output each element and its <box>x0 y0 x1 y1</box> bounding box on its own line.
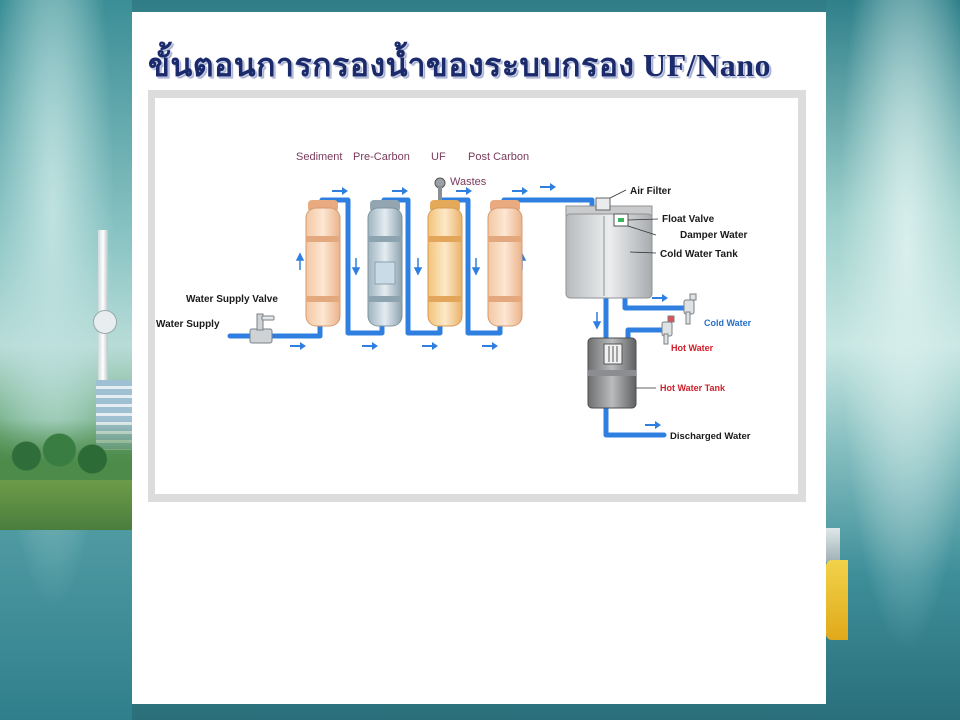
pre-carbon-band <box>368 296 402 302</box>
wastes-valve-stem <box>438 186 442 200</box>
flow-arrow <box>482 342 498 350</box>
water-supply-valve <box>249 313 275 344</box>
leader-line-air-filter <box>609 189 627 199</box>
valve-stem <box>256 313 264 331</box>
flow-arrow <box>295 252 305 261</box>
hot-water-faucet <box>661 315 675 345</box>
cold-water-faucet <box>683 293 697 325</box>
post-carbon-band <box>488 296 522 302</box>
stage-label-uf: UF <box>431 151 446 163</box>
outlet-labels: Cold Water Hot Water Hot Water Tank <box>660 318 752 393</box>
uf-filter <box>427 177 463 327</box>
background-left-scenery <box>0 0 132 720</box>
flow-arrow <box>290 342 306 350</box>
pipe-supply-to-sediment <box>227 322 323 339</box>
component-labels: Water Supply Valve Water Supply Air Filt… <box>156 186 751 442</box>
sediment-band <box>306 236 340 242</box>
pipe-discharge <box>603 402 667 438</box>
flow-arrow <box>652 294 668 302</box>
damper-water-label: Damper Water <box>680 230 748 241</box>
sediment-filter <box>305 200 341 327</box>
hot-water-label: Hot Water <box>671 343 714 353</box>
cold-tank-body <box>565 213 653 299</box>
wastes-label: Wastes <box>450 176 487 188</box>
faucet-spout <box>685 311 691 325</box>
flow-arrow <box>592 321 602 330</box>
leader-lines <box>609 189 659 389</box>
background-right-sea <box>826 0 960 720</box>
pipe-sediment-to-precarbon <box>319 197 385 336</box>
flow-arrow <box>422 342 438 350</box>
flow-arrow <box>413 267 423 276</box>
leader-line-cold-tank <box>629 251 657 254</box>
uf-band <box>428 236 462 242</box>
lawn-image <box>0 480 132 530</box>
water-supply-label: Water Supply <box>156 319 220 330</box>
stage-label-pre-carbon: Pre-Carbon <box>353 151 410 163</box>
faucet-handle <box>689 293 697 301</box>
post-carbon-body <box>487 207 523 327</box>
air-filter <box>595 197 611 211</box>
pipes <box>227 197 687 438</box>
cold-water-tank <box>565 197 653 299</box>
pipe-cold-outlet <box>622 294 687 311</box>
flow-arrow <box>512 187 528 195</box>
flow-arrow <box>471 267 481 276</box>
flow-arrow <box>392 187 408 195</box>
hot-water-tank <box>587 337 637 409</box>
valve-body <box>249 328 273 344</box>
faucet-handle <box>667 315 675 323</box>
uf-body <box>427 207 463 327</box>
pipe-uf-to-postcarbon <box>439 197 503 336</box>
flow-arrow <box>540 183 556 191</box>
pre-carbon-band <box>368 236 402 242</box>
cold-water-tank-label: Cold Water Tank <box>660 249 738 260</box>
post-carbon-filter <box>487 200 523 327</box>
flow-arrows <box>290 183 668 429</box>
pre-carbon-filter <box>367 200 403 327</box>
leader-line-damper-water <box>627 225 657 236</box>
stage-labels: Sediment Pre-Carbon UF Post Carbon Waste… <box>296 151 529 188</box>
float-valve-label: Float Valve <box>662 214 715 225</box>
post-carbon-band <box>488 236 522 242</box>
stage-label-post-carbon: Post Carbon <box>468 151 529 163</box>
trees-image <box>0 420 132 480</box>
flow-arrow <box>362 342 378 350</box>
flow-arrow <box>332 187 348 195</box>
discharged-water-label: Discharged Water <box>670 431 751 442</box>
hot-water-tank-label: Hot Water Tank <box>660 383 726 393</box>
faucet-spout <box>663 333 669 345</box>
flow-arrow <box>351 267 361 276</box>
buoy-image <box>826 560 848 640</box>
uf-band <box>428 296 462 302</box>
water-supply-valve-label: Water Supply Valve <box>186 294 278 305</box>
tower-observation-deck <box>93 310 117 334</box>
slide-title: ขั้นตอนการกรองน้ำของระบบกรอง UF/Nano <box>148 47 771 83</box>
pre-carbon-window <box>374 261 396 285</box>
pipe-precarbon-to-uf <box>381 197 443 336</box>
float-valve-indicator <box>618 218 624 222</box>
valve-handle <box>261 315 275 321</box>
leader-line-float-valve <box>627 218 659 221</box>
flow-arrow <box>456 187 472 195</box>
flow-arrow <box>645 421 661 429</box>
stage-label-sediment: Sediment <box>296 151 342 163</box>
sediment-body <box>305 207 341 327</box>
cold-water-label: Cold Water <box>704 318 752 328</box>
buoy-cap-image <box>826 528 840 562</box>
air-filter-label: Air Filter <box>630 186 671 197</box>
hot-tank-band <box>588 370 636 376</box>
sediment-band <box>306 296 340 302</box>
